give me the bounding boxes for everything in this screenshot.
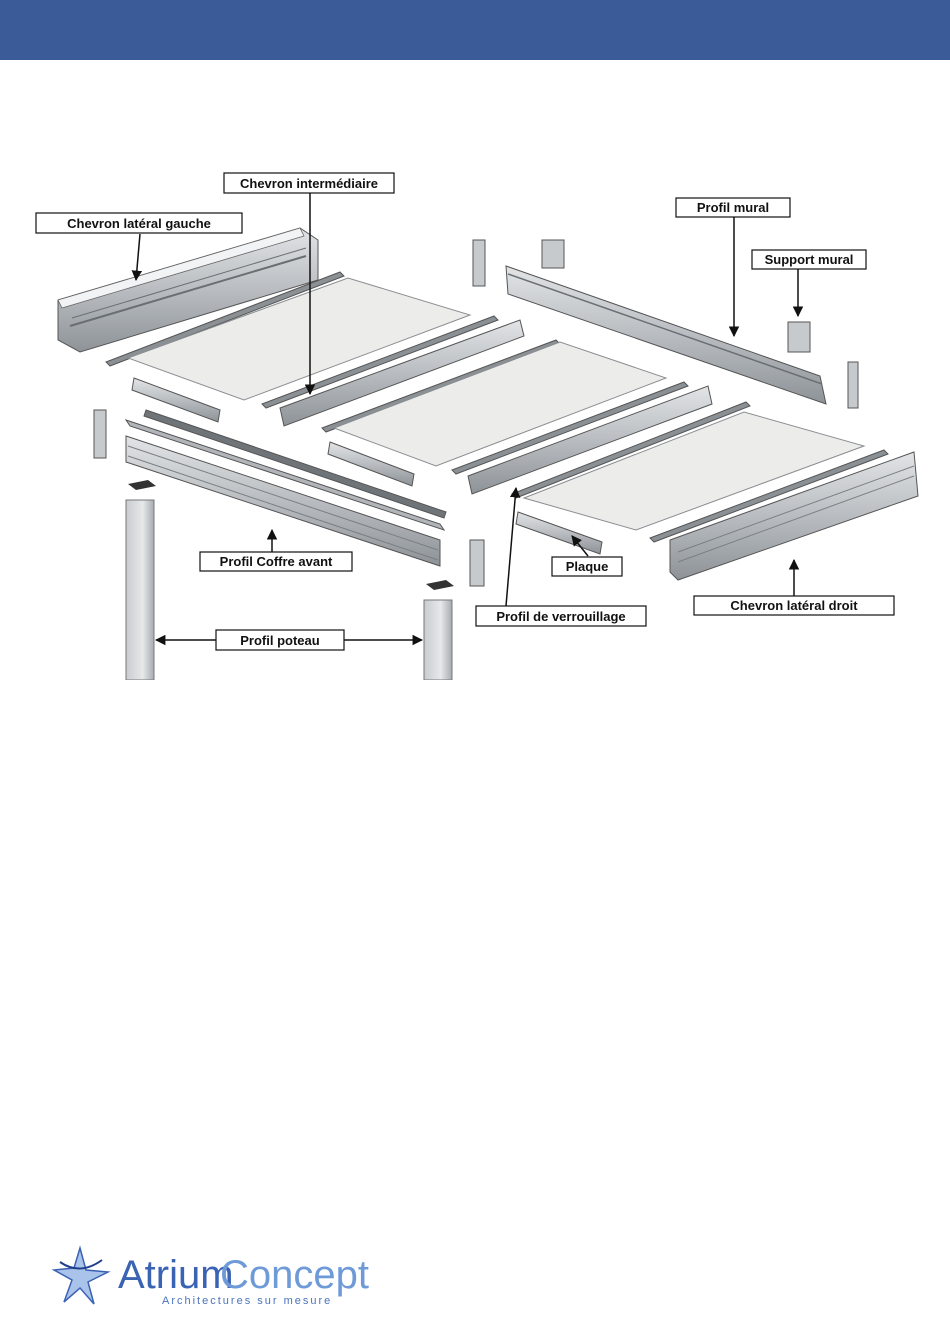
label-profil-mural: Profil mural bbox=[676, 198, 790, 217]
tagline: Architectures sur mesure bbox=[162, 1295, 332, 1307]
label-chevron-intermediaire: Chevron intermédiaire bbox=[224, 173, 394, 193]
label-chevron-lateral-gauche: Chevron latéral gauche bbox=[36, 213, 242, 233]
atrium-concept-logo: Atrium Concept Architectures sur mesure bbox=[50, 1240, 370, 1320]
label-text: Profil mural bbox=[697, 200, 769, 215]
label-profil-coffre-avant: Profil Coffre avant bbox=[200, 552, 352, 571]
label-text: Chevron latéral gauche bbox=[67, 216, 211, 231]
star-icon bbox=[54, 1248, 108, 1304]
label-plaque: Plaque bbox=[552, 557, 622, 576]
label-support-mural: Support mural bbox=[752, 250, 866, 269]
header-band bbox=[0, 0, 950, 60]
label-text: Profil de verrouillage bbox=[496, 609, 625, 624]
label-text: Chevron latéral droit bbox=[730, 598, 858, 613]
brand-part2: Concept bbox=[220, 1253, 369, 1297]
label-text: Profil poteau bbox=[240, 633, 320, 648]
label-chevron-lateral-droit: Chevron latéral droit bbox=[694, 596, 894, 615]
label-text: Plaque bbox=[566, 559, 609, 574]
exploded-diagram: Chevron intermédiaire Chevron latéral ga… bbox=[0, 150, 950, 680]
label-text: Support mural bbox=[765, 252, 854, 267]
brand-part1: Atrium bbox=[118, 1253, 234, 1297]
label-text: Chevron intermédiaire bbox=[240, 176, 378, 191]
label-profil-de-verrouillage: Profil de verrouillage bbox=[476, 606, 646, 626]
label-profil-poteau: Profil poteau bbox=[216, 630, 344, 650]
label-text: Profil Coffre avant bbox=[220, 554, 333, 569]
